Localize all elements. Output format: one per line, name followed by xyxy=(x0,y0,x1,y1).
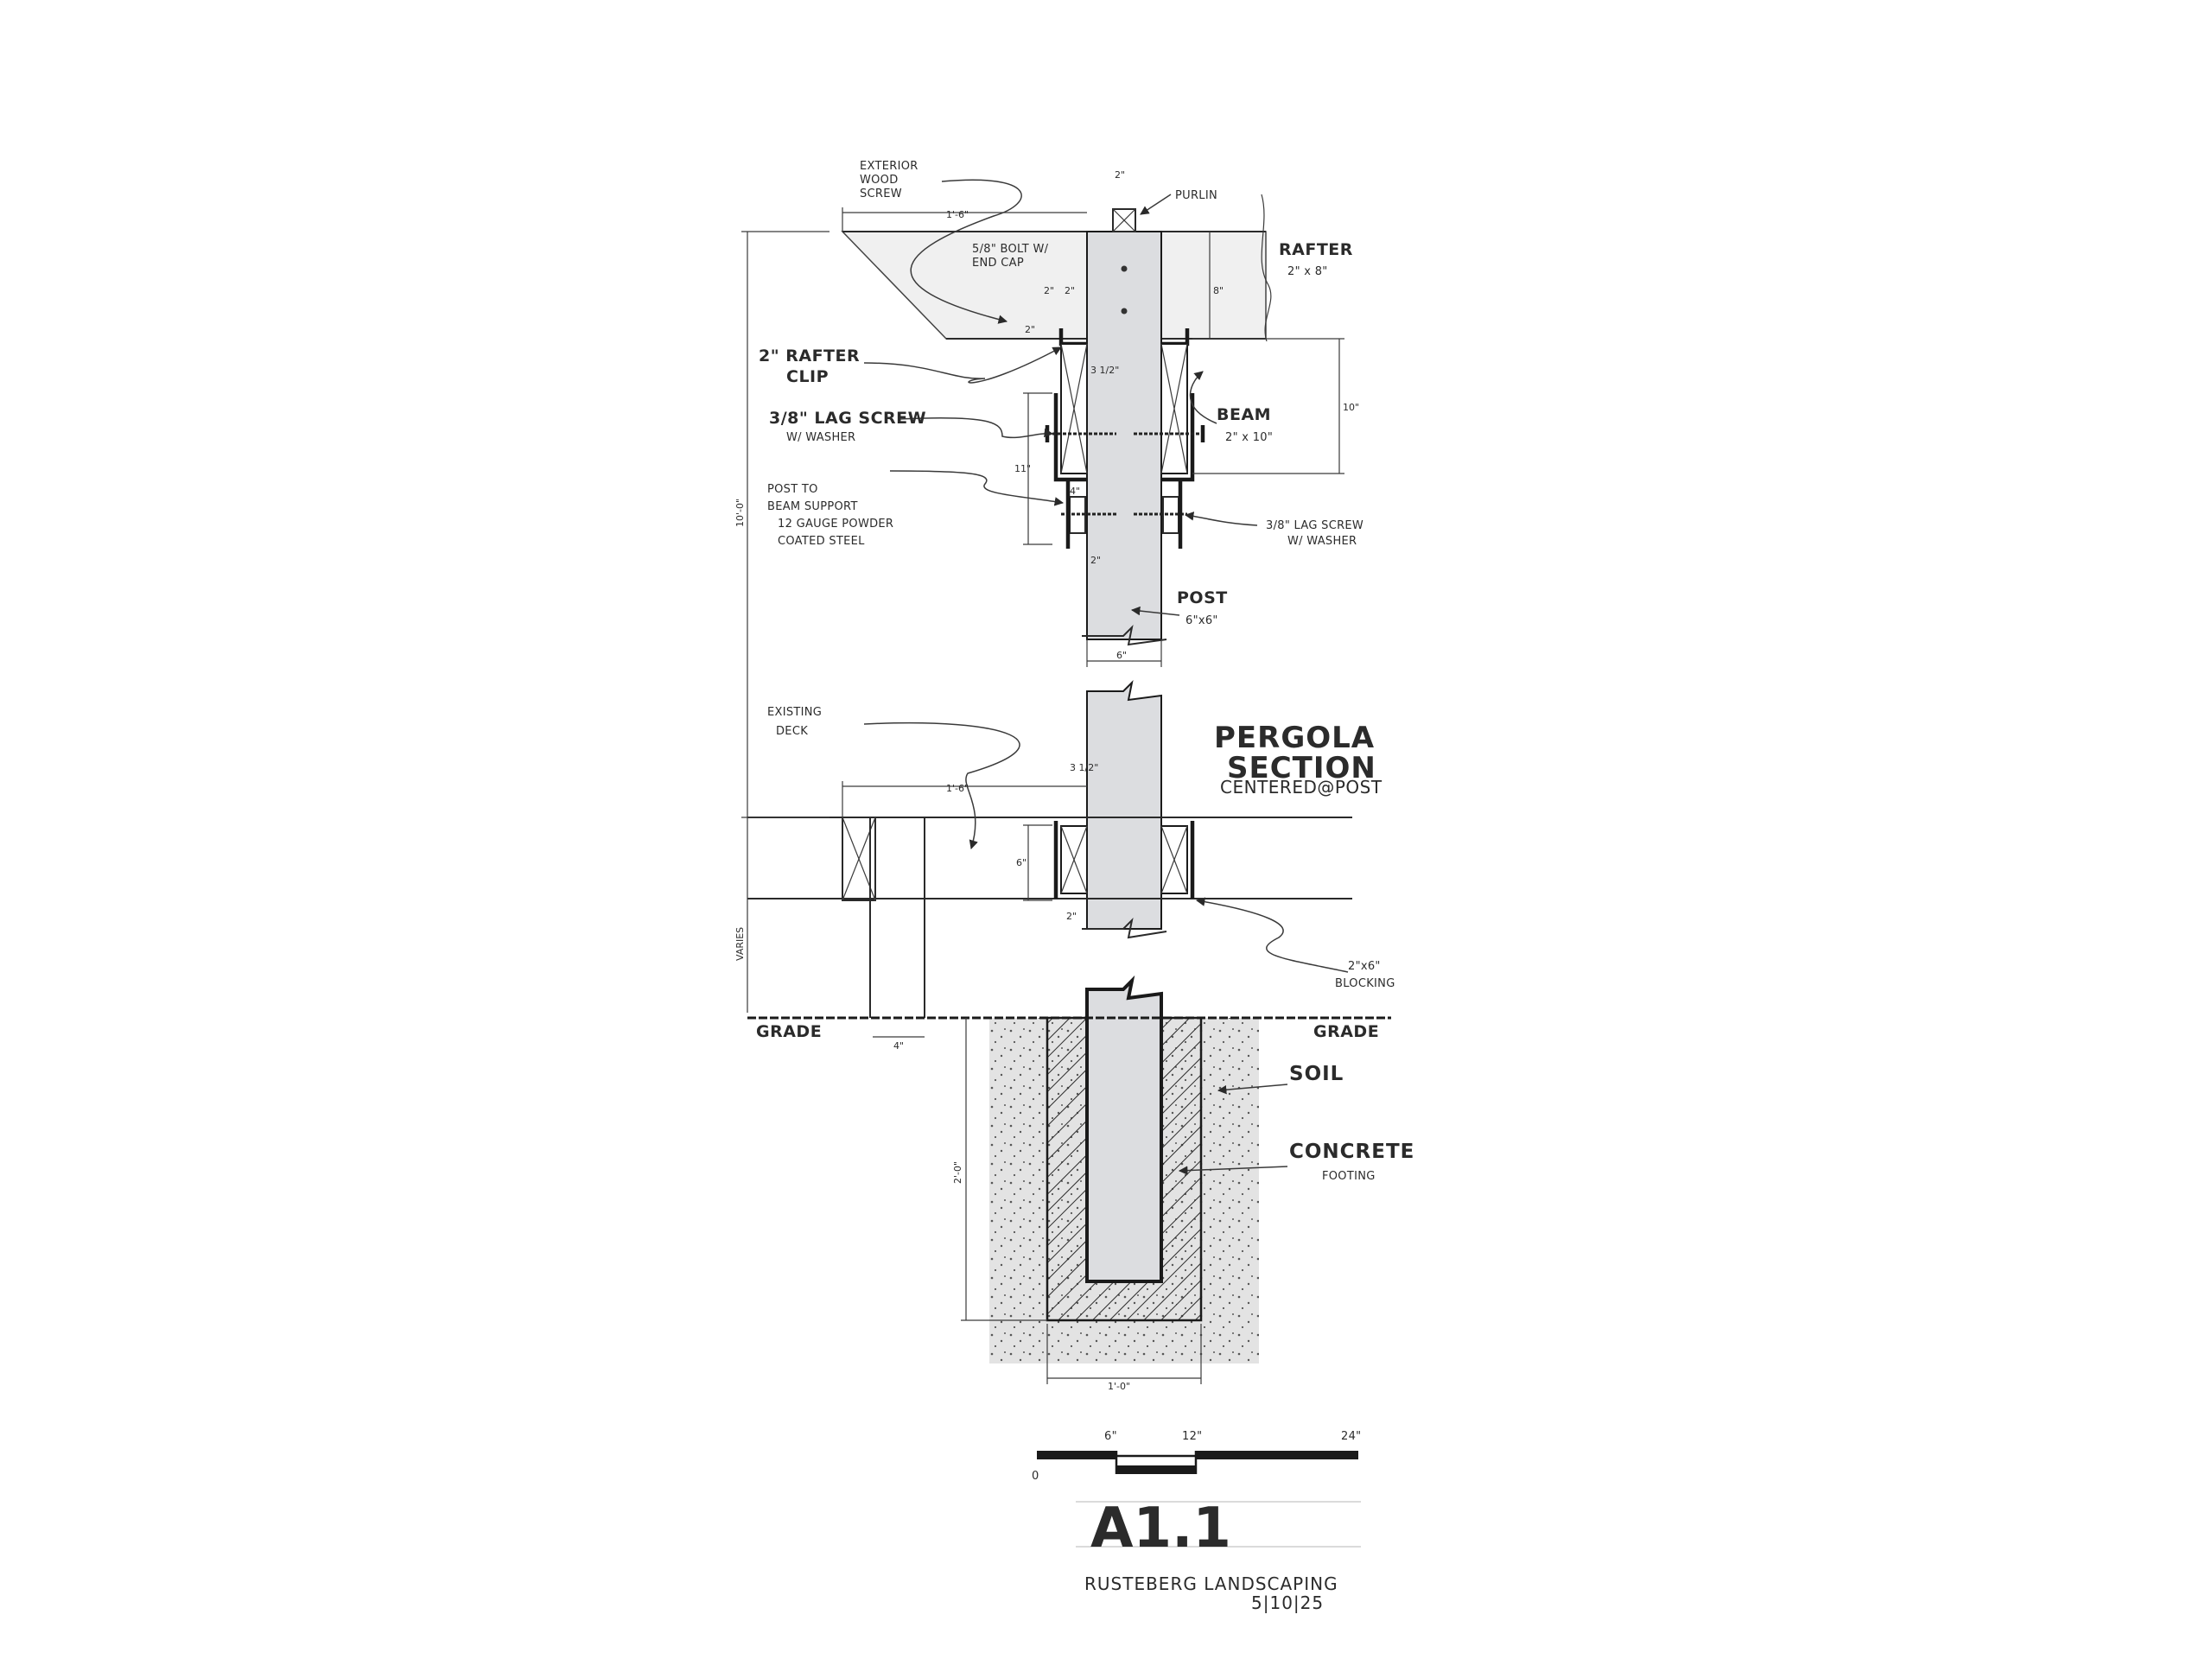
svg-text:10'-0": 10'-0" xyxy=(734,499,746,527)
svg-text:1'-6": 1'-6" xyxy=(946,783,969,794)
svg-text:2'-0": 2'-0" xyxy=(952,1161,963,1184)
svg-text:11": 11" xyxy=(1014,463,1031,474)
svg-text:EXISTING: EXISTING xyxy=(767,706,822,719)
svg-text:DECK: DECK xyxy=(776,725,808,738)
svg-text:BLOCKING: BLOCKING xyxy=(1335,977,1395,990)
title-line-2: SECTION xyxy=(1227,751,1376,785)
dimension-lines xyxy=(741,207,1344,1384)
post-lower xyxy=(1085,975,1163,1283)
firm-name: RUSTEBERG LANDSCAPING xyxy=(1084,1573,1338,1594)
drawing-date: 5|10|25 xyxy=(1251,1592,1324,1613)
svg-text:2": 2" xyxy=(1065,285,1075,296)
svg-text:3/8" LAG SCREW: 3/8" LAG SCREW xyxy=(769,409,926,428)
svg-text:CLIP: CLIP xyxy=(786,367,829,386)
annotation-exterior-screw: EXTERIOR WOOD SCREW xyxy=(860,160,918,200)
svg-text:3 1/2": 3 1/2" xyxy=(1070,762,1098,773)
svg-text:END CAP: END CAP xyxy=(972,257,1024,270)
post-bracket xyxy=(1061,480,1187,549)
drawing-title: PERGOLA SECTION CENTERED@POST xyxy=(1214,721,1382,798)
post-upper xyxy=(1082,231,1167,646)
sheet-number: A1.1 xyxy=(1090,1497,1231,1560)
svg-text:SCREW: SCREW xyxy=(860,188,902,200)
svg-text:WOOD: WOOD xyxy=(860,174,899,187)
svg-text:BEAM SUPPORT: BEAM SUPPORT xyxy=(767,500,858,513)
svg-text:W/ WASHER: W/ WASHER xyxy=(786,431,855,444)
grade-label-right: GRADE xyxy=(1313,1022,1379,1041)
subtitle: CENTERED@POST xyxy=(1220,777,1382,798)
post-size-label: 6"x6" xyxy=(1185,614,1218,627)
svg-text:4": 4" xyxy=(893,1040,904,1052)
purlin xyxy=(1112,208,1136,232)
svg-text:1'-6": 1'-6" xyxy=(946,209,969,220)
beam-size-label: 2" x 10" xyxy=(1225,431,1273,444)
bolt-hole xyxy=(1121,265,1128,272)
svg-text:POST TO: POST TO xyxy=(767,483,818,496)
scale-bar: 0 6" 12" 24" xyxy=(1032,1430,1361,1483)
concrete-label: CONCRETE xyxy=(1289,1141,1414,1163)
svg-text:5/8" BOLT W/: 5/8" BOLT W/ xyxy=(972,243,1049,256)
rafter-size-label: 2" x 8" xyxy=(1287,265,1328,278)
annotation-rafter-clip: 2" RAFTER CLIP xyxy=(759,346,860,386)
rafter xyxy=(841,194,1272,342)
svg-text:2": 2" xyxy=(1025,324,1035,335)
annotation-lag-screw-left: 3/8" LAG SCREW W/ WASHER xyxy=(769,409,926,444)
post-label: POST xyxy=(1177,588,1228,607)
annotation-post-support: POST TO BEAM SUPPORT 12 GAUGE POWDER COA… xyxy=(767,483,893,548)
svg-text:1'-0": 1'-0" xyxy=(1108,1381,1130,1392)
svg-text:8": 8" xyxy=(1213,285,1224,296)
annotation-bolt: 5/8" BOLT W/ END CAP xyxy=(972,243,1049,270)
svg-text:2": 2" xyxy=(1115,169,1125,181)
beam xyxy=(1053,343,1195,482)
svg-text:2": 2" xyxy=(1066,911,1077,922)
scale-tick-12: 12" xyxy=(1182,1430,1202,1443)
svg-text:EXTERIOR: EXTERIOR xyxy=(860,160,918,173)
dimension-text: 2" 1'-6" 8" 2" 2" 2" 3 1/2" 10" 10'-0" 1… xyxy=(734,169,1359,1392)
svg-text:3 1/2": 3 1/2" xyxy=(1090,365,1119,376)
svg-text:12 GAUGE POWDER: 12 GAUGE POWDER xyxy=(778,518,893,531)
title-line-1: PERGOLA xyxy=(1214,721,1375,755)
rafter-label: RAFTER xyxy=(1279,240,1353,259)
scale-tick-24: 24" xyxy=(1341,1430,1361,1443)
bolt-hole xyxy=(1121,308,1128,315)
svg-text:2" RAFTER: 2" RAFTER xyxy=(759,346,860,365)
svg-text:10": 10" xyxy=(1343,402,1359,413)
annotation-lag-screw-right: 3/8" LAG SCREW W/ WASHER xyxy=(1266,519,1363,548)
annotation-existing-deck: EXISTING DECK xyxy=(767,706,822,738)
annotation-blocking: 2"x6" BLOCKING xyxy=(1335,960,1395,990)
svg-text:VARIES: VARIES xyxy=(734,927,746,961)
svg-text:4": 4" xyxy=(1070,486,1080,497)
footing-label: FOOTING xyxy=(1322,1170,1376,1183)
svg-text:COATED STEEL: COATED STEEL xyxy=(778,535,865,548)
post-middle xyxy=(1082,679,1167,939)
sheet-block: A1.1 RUSTEBERG LANDSCAPING 5|10|25 xyxy=(1076,1497,1361,1613)
svg-text:3/8" LAG SCREW: 3/8" LAG SCREW xyxy=(1266,519,1363,532)
svg-text:6": 6" xyxy=(1116,650,1127,661)
blocking xyxy=(1053,821,1195,899)
svg-text:6": 6" xyxy=(1016,857,1027,868)
beam-label: BEAM xyxy=(1217,405,1271,424)
soil-label: SOIL xyxy=(1289,1063,1344,1085)
scale-tick-6: 6" xyxy=(1104,1430,1117,1443)
leaders xyxy=(863,179,1349,1175)
svg-text:W/ WASHER: W/ WASHER xyxy=(1287,535,1357,548)
grade-label-left: GRADE xyxy=(756,1022,822,1041)
svg-text:2"x6": 2"x6" xyxy=(1348,960,1381,973)
svg-text:2": 2" xyxy=(1044,285,1054,296)
purlin-label: PURLIN xyxy=(1175,189,1217,202)
scale-tick-0: 0 xyxy=(1032,1470,1039,1483)
deck xyxy=(747,817,1352,1018)
svg-text:2": 2" xyxy=(1090,555,1101,566)
